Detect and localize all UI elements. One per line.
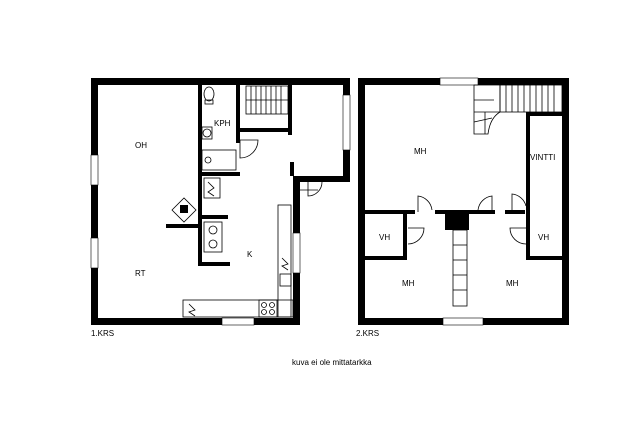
stairs-floor-2 [473, 84, 563, 135]
floor-1-caption: 1.KRS [91, 329, 114, 338]
floor-2-plan: MH VINTTI VH VH MH MH 2.KRS [356, 77, 569, 338]
floor-1-plan: OH KPH K RT 1.KRS [90, 78, 351, 338]
room-label-mh-top: MH [414, 147, 427, 156]
room-label-kph: KPH [214, 119, 231, 128]
floor-2-caption: 2.KRS [356, 329, 379, 338]
scale-note: kuva ei ole mittatarkka [292, 358, 372, 367]
room-label-vintti: VINTTI [530, 153, 555, 162]
room-label-oh: OH [135, 141, 147, 150]
doors-floor-2 [407, 193, 527, 245]
room-label-k: K [247, 250, 253, 259]
chimney [452, 229, 468, 307]
room-label-rt: RT [135, 269, 146, 278]
room-label-mh-left: MH [402, 279, 415, 288]
room-label-vh-left: VH [379, 233, 390, 242]
room-label-vh-right: VH [538, 233, 549, 242]
stairs-floor-1 [245, 85, 289, 115]
bathroom-fixtures [201, 86, 237, 171]
doors-floor-1 [239, 139, 323, 197]
fireplace [171, 197, 197, 223]
room-label-mh-right: MH [506, 279, 519, 288]
kitchen-fixtures [182, 177, 294, 318]
